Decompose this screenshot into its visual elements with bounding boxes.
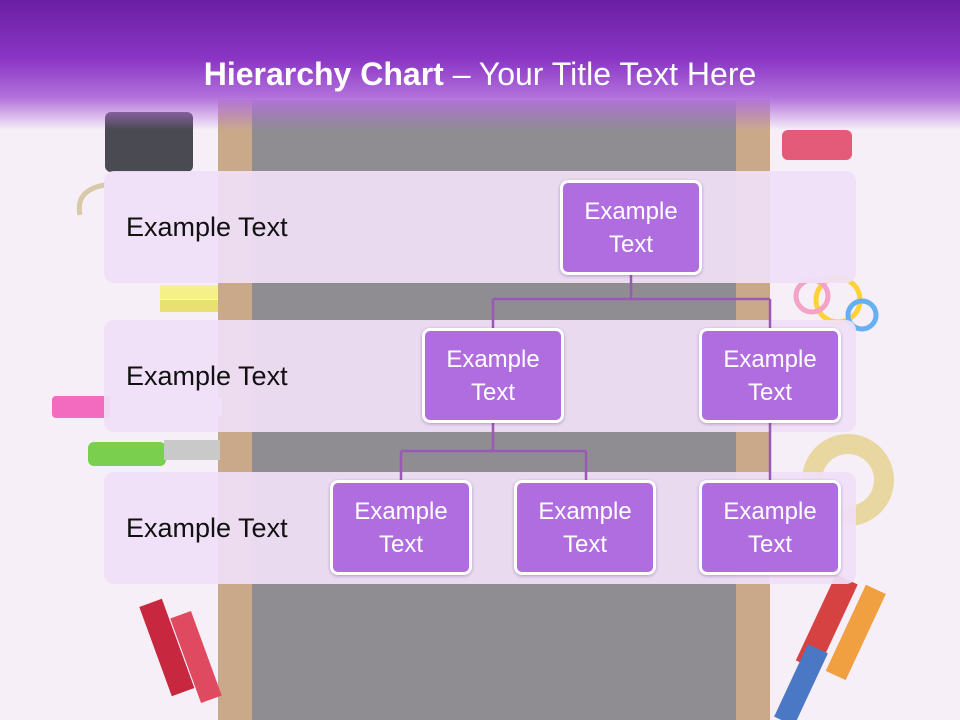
level-label-1: Example Text (126, 212, 288, 242)
title-bar (0, 0, 960, 130)
level-label-2: Example Text (126, 361, 288, 391)
title-bold: Hierarchy Chart (203, 56, 444, 92)
root-node-text: Example Text (584, 197, 678, 258)
green-marker (88, 442, 166, 466)
red-pencil (139, 598, 195, 697)
level3-right-node[interactable]: Example Text (699, 480, 841, 575)
pink-marker (52, 396, 112, 418)
level3-left-node[interactable]: Example Text (330, 480, 472, 575)
level3-middle-node[interactable]: Example Text (514, 480, 656, 575)
level3-middle-node-text: Example Text (538, 497, 632, 558)
root-connector (491, 274, 772, 330)
level2-left-node[interactable]: Example Text (422, 328, 564, 423)
slide-title: Hierarchy Chart – Your Title Text Here (0, 56, 960, 93)
root-node[interactable]: Example Text (560, 180, 702, 275)
sticky-note (160, 285, 218, 299)
level2-left-node-text: Example Text (446, 345, 540, 406)
title-rest: – Your Title Text Here (443, 56, 757, 92)
level-label-3: Example Text (126, 513, 288, 543)
level3-right-node-text: Example Text (723, 497, 817, 558)
eraser (782, 130, 852, 160)
level-band-1: Example Text (104, 171, 856, 283)
level2-right-node-text: Example Text (723, 345, 817, 406)
left-branch-connector (399, 422, 588, 482)
level2-right-node[interactable]: Example Text (699, 328, 841, 423)
level3-left-node-text: Example Text (354, 497, 448, 558)
